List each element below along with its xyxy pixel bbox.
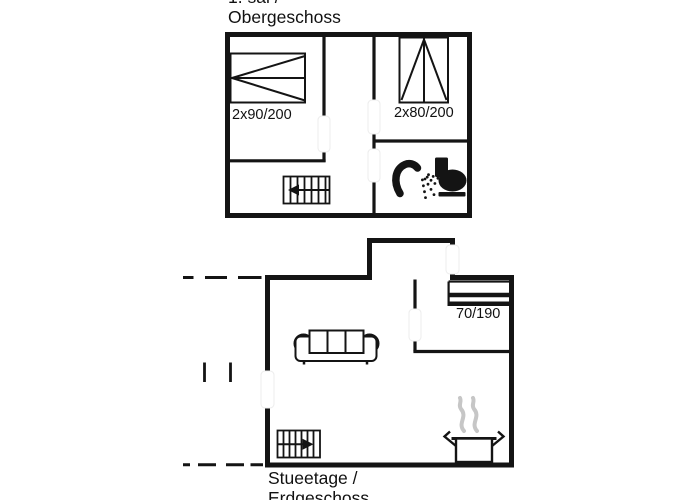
shower-icon xyxy=(392,159,440,200)
staircase-icon xyxy=(276,429,321,459)
upper-floor-title-line2: Obergeschoss xyxy=(228,7,341,27)
ground-floor-plan xyxy=(183,238,514,468)
sofa-icon xyxy=(293,329,380,365)
upper-floor-title-line1: 1. sal / xyxy=(228,0,280,7)
bed-size-label: 2x80/200 xyxy=(394,105,454,121)
door-marker xyxy=(367,99,381,135)
door-marker xyxy=(445,244,460,275)
steam-icon xyxy=(457,396,479,433)
door-marker xyxy=(408,308,422,342)
ground-outer-wall xyxy=(265,238,514,468)
ground-floor-title-line1: Stueetage / xyxy=(268,468,358,488)
double-bed-icon xyxy=(229,52,306,104)
bed-size-label: 2x90/200 xyxy=(232,107,292,123)
terrace-post-marks xyxy=(203,362,232,382)
upper-outer-wall xyxy=(225,32,472,218)
door-marker xyxy=(367,148,381,183)
upper-floor-plan xyxy=(225,32,472,218)
double-bed-icon xyxy=(398,36,449,104)
toilet-icon xyxy=(435,157,467,197)
bed-size-label: 70/190 xyxy=(456,306,501,322)
single-bed-icon xyxy=(447,280,509,307)
door-marker xyxy=(317,115,331,153)
cooking-pot-icon xyxy=(442,396,506,464)
ground-floor-title: Stueetage /Erdgeschoss xyxy=(268,468,369,500)
upper-floor-title: 1. sal /Obergeschoss xyxy=(228,0,341,27)
staircase-icon xyxy=(282,175,331,205)
door-marker xyxy=(260,370,275,409)
ground-floor-title-line2: Erdgeschoss xyxy=(268,488,370,500)
